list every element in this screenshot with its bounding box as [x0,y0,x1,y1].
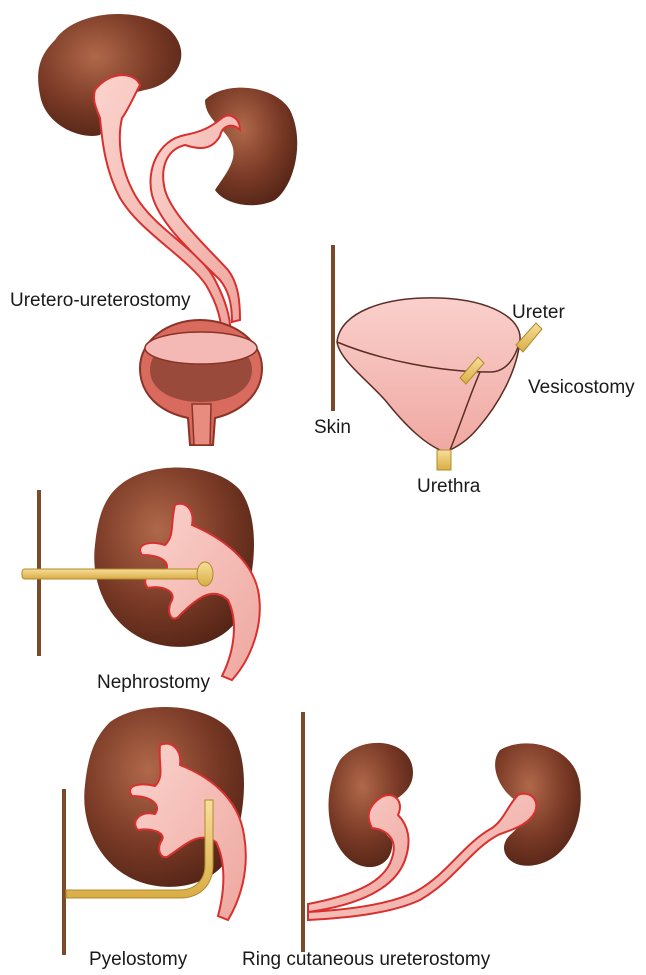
label-ureter: Ureter [512,302,565,323]
label-vesicostomy: Vesicostomy [528,377,635,398]
bladder-rim [145,332,257,364]
urethra-tube [437,450,451,470]
label-nephrostomy: Nephrostomy [97,672,210,693]
uretero-ureterostomy-illustration: Uretero-ureterostomy [10,14,297,445]
ring-cutaneous-ureterostomy-illustration: Ring cutaneous ureterostomy [242,712,581,970]
label-skin: Skin [314,417,351,438]
nephrostomy-tube-balloon [197,562,213,586]
kidney-right-upper [205,88,297,206]
urethra-coronal [192,404,211,445]
skin-line-vesicostomy [331,245,335,411]
pyelostomy-illustration: Pyelostomy [62,707,246,970]
label-ring-cutaneous-ureterostomy: Ring cutaneous ureterostomy [242,949,491,970]
vesicostomy-illustration: Ureter Vesicostomy Skin Urethra [314,245,635,497]
skin-line-ring [301,712,305,952]
kidney-ring-right [495,743,581,865]
nephrostomy-illustration: Nephrostomy [22,468,260,693]
label-pyelostomy: Pyelostomy [89,949,188,970]
label-urethra: Urethra [417,476,481,497]
nephrostomy-tube [22,569,212,579]
skin-line-pyelostomy [62,789,66,955]
bladder-cone [337,298,520,452]
label-uretero-ureterostomy: Uretero-ureterostomy [10,290,191,311]
